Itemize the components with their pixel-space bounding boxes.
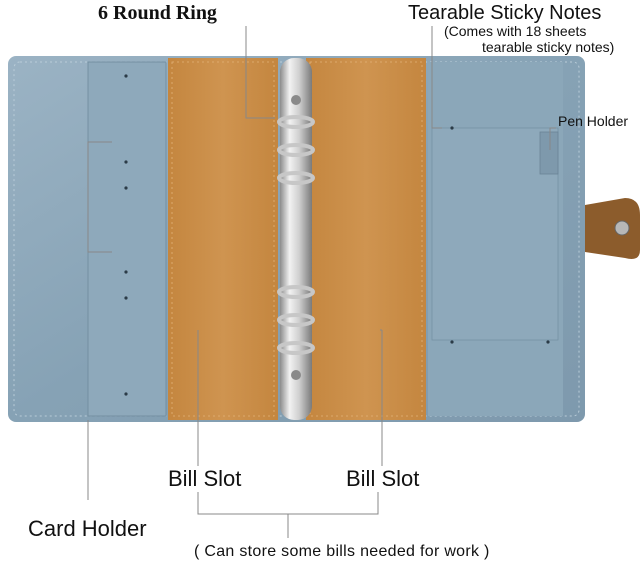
sticky-notes-pocket — [431, 127, 559, 341]
card-holder-label: Card Holder — [28, 516, 147, 541]
ring-spine — [280, 58, 312, 420]
ring — [277, 341, 315, 355]
pen-holder — [539, 131, 559, 175]
snap-button — [614, 220, 630, 236]
ring — [277, 115, 315, 129]
closure-strap — [585, 198, 640, 259]
ring-label: 6 Round Ring — [98, 2, 217, 24]
ring — [277, 171, 315, 185]
bill-slot-label-left: Bill Slot — [168, 466, 242, 491]
card-holder-panel — [87, 61, 167, 417]
bill-slot-left — [168, 58, 278, 420]
callout-lines — [87, 26, 556, 538]
ring — [277, 285, 315, 299]
pen-holder-label: Pen Holder — [558, 113, 629, 129]
ring-rivet-top — [291, 95, 301, 105]
sticky-notes-sublabel-line2: tearable sticky notes) — [482, 39, 615, 55]
tan-stitch-left — [171, 61, 275, 417]
ring-rivet-bottom — [291, 370, 301, 380]
ring-set — [277, 115, 315, 355]
sticky-notes-sublabel: (Comes with 18 sheets tearable sticky no… — [444, 23, 614, 55]
sticky-notes-label: Tearable Sticky Notes — [408, 2, 602, 24]
sticky-notes-sublabel-line1: (Comes with 18 sheets — [444, 23, 587, 39]
ring — [277, 313, 315, 327]
bill-slot-label-right: Bill Slot — [346, 466, 420, 491]
bill-slot-right — [306, 58, 426, 420]
bill-note-label: ( Can store some bills needed for work ) — [194, 543, 490, 560]
ring — [277, 143, 315, 157]
grommets — [124, 74, 550, 396]
